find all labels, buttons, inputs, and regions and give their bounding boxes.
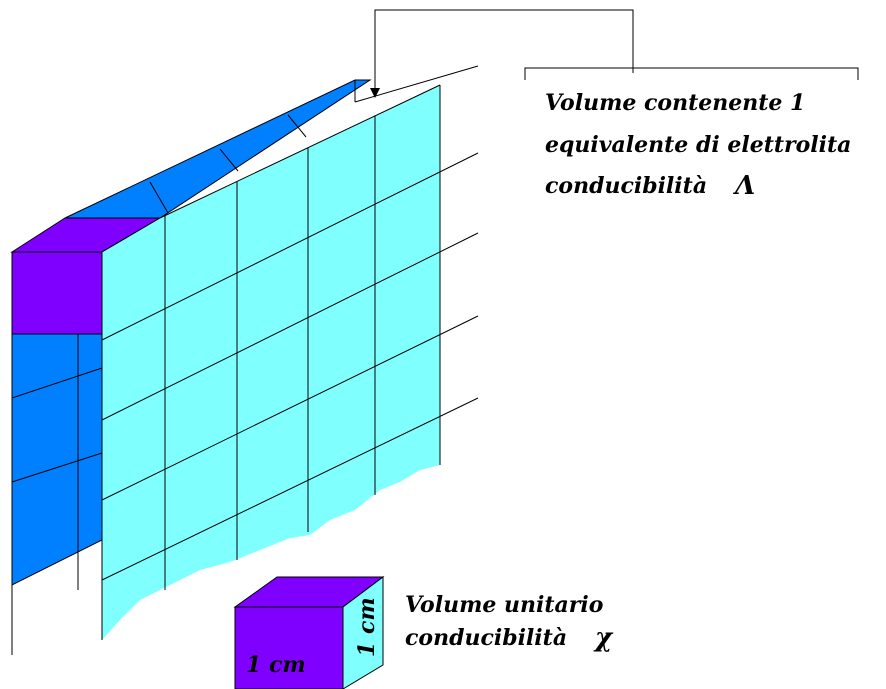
top-face-grid: [149, 80, 356, 214]
lambda-symbol: Λ: [732, 171, 755, 201]
unit-cube-side-label: 1 cm: [354, 597, 380, 657]
label-bracket: [524, 67, 859, 80]
unit-cube-front-label: 1 cm: [246, 652, 306, 678]
volume-equivalent-line-2: equivalente di elettrolita: [545, 132, 851, 158]
front-face: [102, 85, 440, 640]
unit-cube-front: [234, 606, 344, 689]
pointer-connector: [374, 9, 634, 92]
pointer-arrow-icon: [370, 88, 380, 98]
top-face: [64, 79, 372, 219]
unit-volume-line-1: Volume unitario: [405, 592, 603, 618]
chi-symbol: χ: [593, 623, 614, 653]
front-face-vertical-grid: [164, 116, 376, 590]
unit-cube-side: [342, 576, 384, 689]
volume-equivalent-line-3: conducibilità: [545, 173, 707, 199]
unit-volume-line-2: conducibilità: [405, 625, 567, 651]
purple-corner-front: [11, 251, 103, 335]
volume-equivalent-line-1: Volume contenente 1: [545, 90, 805, 116]
front-face-outline: [101, 84, 441, 640]
